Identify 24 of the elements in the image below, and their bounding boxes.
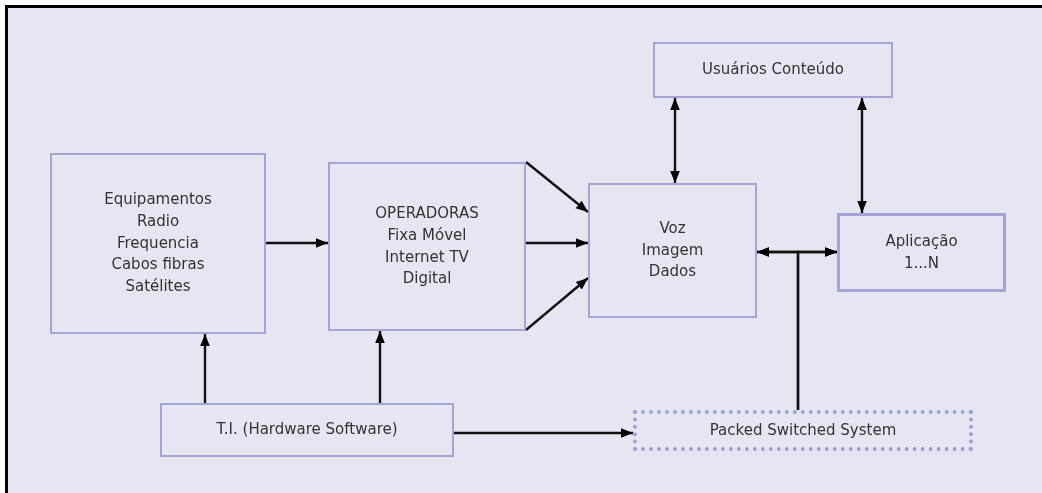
process-box	[160, 403, 454, 457]
box-label: Usuários Conteúdo	[701, 59, 845, 81]
arrow	[670, 98, 680, 183]
box-label: Packed Switched System	[709, 419, 897, 441]
process-box	[653, 42, 893, 98]
arrow	[525, 277, 589, 331]
arrow	[526, 238, 588, 248]
box-label: OPERADORAS Fixa Móvel Internet TV Digital	[374, 203, 480, 290]
arrow	[266, 238, 328, 248]
arrow	[454, 428, 633, 438]
arrow	[375, 331, 385, 403]
box-label: T.I. (Hardware Software)	[216, 419, 398, 441]
arrow	[200, 334, 210, 403]
box-label: Equipamentos Radio Frequencia Cabos fibras Satélites	[103, 189, 213, 298]
dotted-box	[633, 410, 973, 451]
process-box	[837, 213, 1006, 292]
box-label: Aplicação 1...N	[884, 230, 959, 274]
process-box	[328, 162, 526, 331]
process-box	[588, 183, 757, 318]
arrow	[796, 247, 837, 410]
box-label: Voz Imagem Dados	[640, 217, 705, 283]
arrow	[857, 98, 867, 213]
arrow	[525, 161, 589, 213]
process-box	[50, 153, 266, 334]
